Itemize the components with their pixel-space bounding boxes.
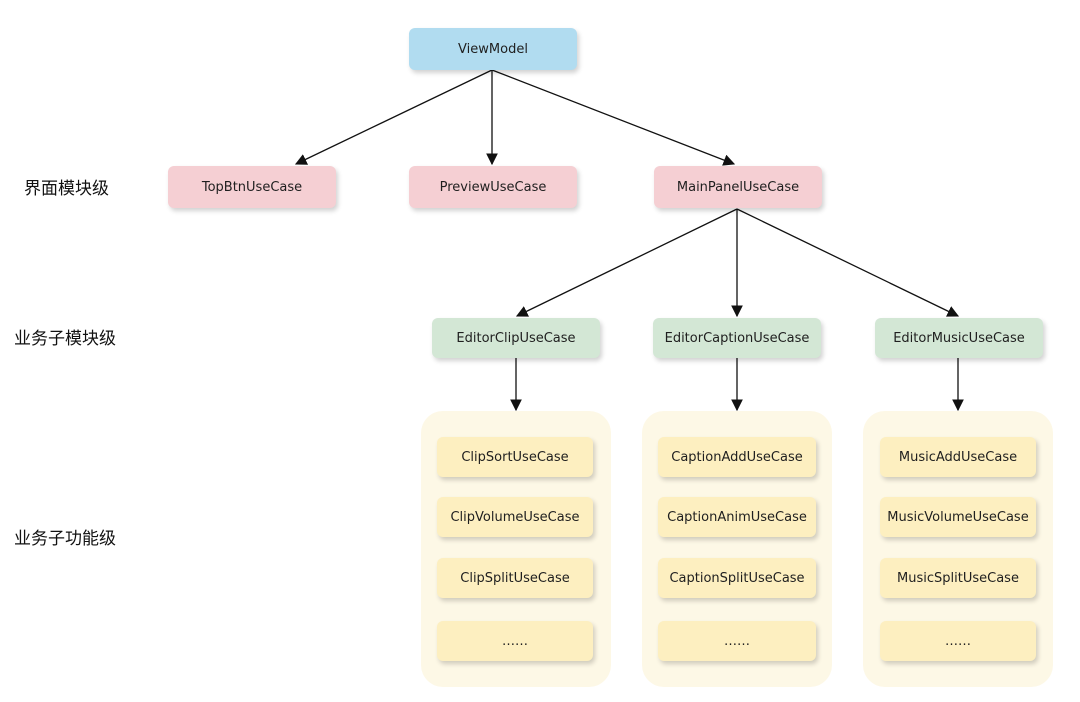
edge-viewmodel-topbtn xyxy=(294,69,493,165)
edge-mainpanel-editorclip xyxy=(515,208,738,317)
node-clipvolume-usecase: ClipVolumeUseCase xyxy=(437,497,593,537)
level-label-business-submodule: 业务子模块级 xyxy=(14,329,116,349)
node-clipsort-usecase: ClipSortUseCase xyxy=(437,437,593,477)
edge-mainpanel-editormusic xyxy=(736,208,960,317)
node-viewmodel: ViewModel xyxy=(409,28,577,70)
edge-viewmodel-mainpanel xyxy=(491,69,736,166)
node-editorclip-usecase: EditorClipUseCase xyxy=(432,318,600,358)
node-topbtn-usecase: TopBtnUseCase xyxy=(168,166,336,208)
node-clipsplit-usecase: ClipSplitUseCase xyxy=(437,558,593,598)
node-captionanim-usecase: CaptionAnimUseCase xyxy=(658,497,816,537)
node-captionadd-usecase: CaptionAddUseCase xyxy=(658,437,816,477)
node-musicvolume-usecase: MusicVolumeUseCase xyxy=(880,497,1036,537)
node-editorcaption-usecase: EditorCaptionUseCase xyxy=(653,318,821,358)
node-music-more: …… xyxy=(880,621,1036,661)
node-clip-more: …… xyxy=(437,621,593,661)
node-caption-more: …… xyxy=(658,621,816,661)
node-captionsplit-usecase: CaptionSplitUseCase xyxy=(658,558,816,598)
level-label-business-subfunction: 业务子功能级 xyxy=(14,529,116,549)
node-editormusic-usecase: EditorMusicUseCase xyxy=(875,318,1043,358)
node-preview-usecase: PreviewUseCase xyxy=(409,166,577,208)
node-mainpanel-usecase: MainPanelUseCase xyxy=(654,166,822,208)
level-label-ui-module: 界面模块级 xyxy=(24,179,109,199)
node-musicadd-usecase: MusicAddUseCase xyxy=(880,437,1036,477)
node-musicsplit-usecase: MusicSplitUseCase xyxy=(880,558,1036,598)
